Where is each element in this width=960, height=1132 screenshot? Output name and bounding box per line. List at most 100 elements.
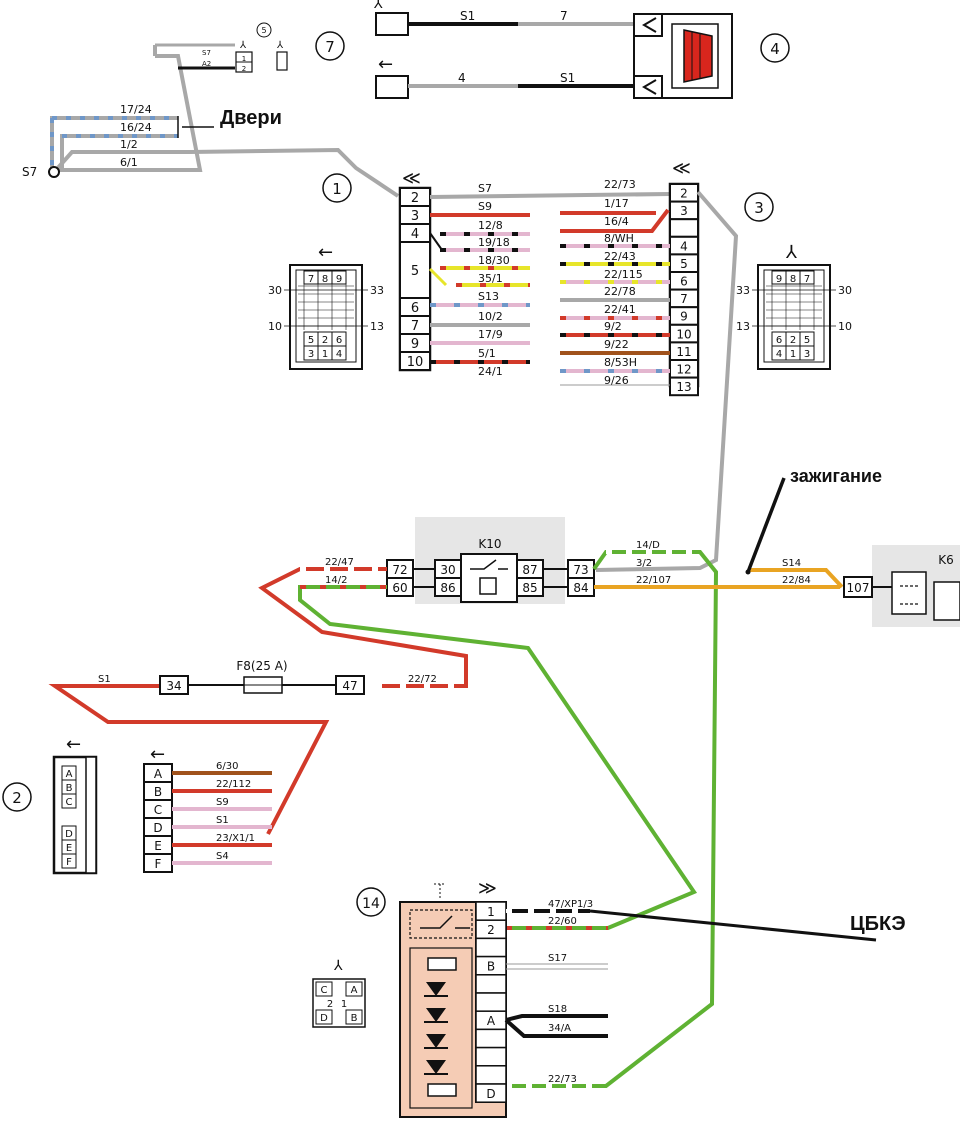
c3-pin-label: 9 xyxy=(680,310,688,324)
fuse-line-group: S1 34 F8(25 A) 47 22/72 xyxy=(48,659,437,835)
callout-2 xyxy=(2,782,32,812)
callout-3 xyxy=(744,192,774,222)
small-pin-2: 2 xyxy=(242,65,246,73)
c1-pin-label: 9 xyxy=(411,337,419,352)
label-small-s7: S7 xyxy=(202,49,211,57)
c2-pin-label: B xyxy=(154,785,162,799)
fork-icon: ⅄ xyxy=(240,40,247,51)
label-doors: Двери xyxy=(220,107,282,129)
c2-wire-label: 6/30 xyxy=(216,761,238,772)
face14-a: A xyxy=(351,985,358,996)
c3-pin-box xyxy=(669,218,699,238)
c3-wire-22-73: 22/73 xyxy=(604,178,636,191)
c2-pin-label: A xyxy=(154,767,163,781)
label-ground-s7: S7 xyxy=(22,165,37,179)
face-pin-label: 9 xyxy=(336,274,342,285)
face-pin xyxy=(799,270,815,285)
face-side-label: 30 xyxy=(838,284,852,297)
callout-7-label: 7 xyxy=(325,38,335,56)
c1-wire-s13: S13 xyxy=(478,290,499,303)
c1-pin-label: 2 xyxy=(411,191,419,206)
label-small-a2: A2 xyxy=(202,60,211,68)
double-arrow-icon-14: ≫ xyxy=(478,878,497,899)
face-side-label: 30 xyxy=(268,284,282,297)
arrow-icon: ⅄ xyxy=(373,0,383,12)
c14-pin-box xyxy=(475,992,507,1012)
c1-pin-label: 7 xyxy=(411,319,419,334)
small-connector-2 xyxy=(276,51,288,71)
face-pin-label: 1 xyxy=(790,349,796,360)
c1-wire-10-2: 10/2 xyxy=(478,310,503,323)
c2-pin-label: E xyxy=(154,839,162,853)
face-pin-label: 9 xyxy=(776,274,782,285)
double-arrow-icon-3: ≪ xyxy=(672,158,691,179)
c1-wire-17-9: 17/9 xyxy=(478,328,503,341)
face-pin xyxy=(331,270,347,285)
face-pin xyxy=(331,345,347,361)
face-side-label: 10 xyxy=(268,320,282,333)
c14-pin-label: A xyxy=(487,1014,496,1028)
switch-icon xyxy=(420,915,470,929)
k10-pin-73: 73 xyxy=(573,563,588,577)
face14-d: D xyxy=(320,1013,328,1024)
c1-wire-35-1: 35/1 xyxy=(478,272,503,285)
wire-14-2: 14/2 xyxy=(325,575,347,586)
face14-2: 2 xyxy=(327,999,333,1010)
face-side-label: 13 xyxy=(370,320,384,333)
face-arrow-icon: ⅄ xyxy=(786,242,798,263)
c3-pin-label: 13 xyxy=(676,380,691,394)
c1-pin-label: 5 xyxy=(411,264,419,279)
label-k10: K10 xyxy=(478,537,501,551)
c3-wire-22-43: 22/43 xyxy=(604,250,636,263)
c2-face-label: F xyxy=(66,857,72,868)
c3-wire-8-53h: 8/53H xyxy=(604,356,637,369)
c14-pin-box xyxy=(475,1046,507,1067)
c2-wire-label: S9 xyxy=(216,797,229,808)
c3-pin-label: 2 xyxy=(680,187,688,201)
socket-bottom xyxy=(633,75,663,99)
k10-pin-85: 85 xyxy=(522,581,537,595)
c3-wire-22-41: 22/41 xyxy=(604,303,636,316)
face-side-label: 10 xyxy=(838,320,852,333)
label-ignition: зажигание xyxy=(790,466,882,486)
callout-5-label: 5 xyxy=(261,26,266,35)
face-side-label: 33 xyxy=(370,284,384,297)
c3-wire-9-22: 9/22 xyxy=(604,338,629,351)
face-pin-label: 2 xyxy=(790,335,796,346)
label-s1-top: S1 xyxy=(460,9,475,23)
wire-14-d: 14/D xyxy=(636,540,660,551)
c1-pin-label: 4 xyxy=(411,227,419,242)
c14-pin-label: D xyxy=(486,1087,495,1101)
double-arrow-icon: ≪ xyxy=(402,168,421,189)
socket-top xyxy=(633,13,663,37)
face14-1: 1 xyxy=(341,999,347,1010)
callout-4-label: 4 xyxy=(770,40,780,58)
wire-s1-fuse: S1 xyxy=(98,674,111,685)
arrow-left-icon-3: ← xyxy=(150,744,165,765)
wire-s18: S18 xyxy=(548,1004,567,1015)
k10-pin-86: 86 xyxy=(440,581,455,595)
c2-face-label: B xyxy=(66,783,73,794)
face-pin-label: 2 xyxy=(322,335,328,346)
relay-coil-icon xyxy=(479,577,497,595)
k10-pin-30: 30 xyxy=(440,563,455,577)
label-wire-16-24: 16/24 xyxy=(120,121,152,134)
c3-pin-label: 4 xyxy=(680,239,688,253)
plug-bottom-left xyxy=(375,75,409,99)
face-pin-label: 6 xyxy=(776,335,782,346)
c3-pin-label: 3 xyxy=(680,204,688,218)
callout-5 xyxy=(256,22,272,38)
face-pin-label: 5 xyxy=(804,335,810,346)
callout-7 xyxy=(315,31,345,61)
c1-wire-5-1: 5/1 xyxy=(478,347,496,360)
fuse-pin-47: 47 xyxy=(342,679,357,693)
resistor-icon xyxy=(427,957,457,971)
callout-1-label: 1 xyxy=(332,180,342,198)
c3-pin-label: 10 xyxy=(676,327,691,341)
face-pin-label: 1 xyxy=(322,349,328,360)
c3-pin-label: 7 xyxy=(680,292,688,306)
